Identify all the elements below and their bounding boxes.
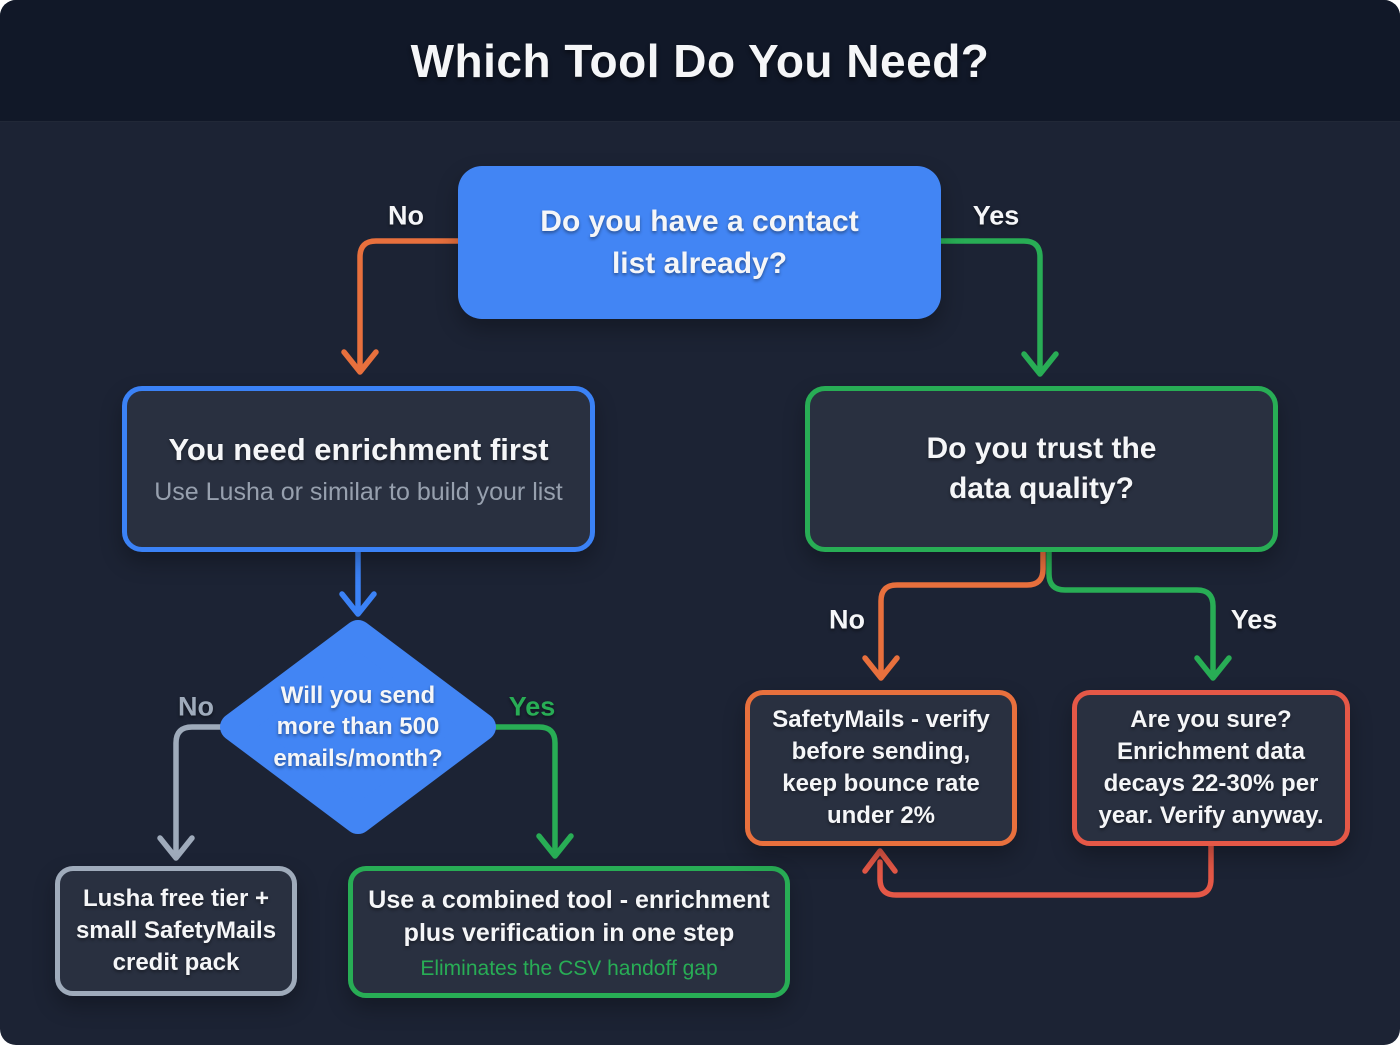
label-start-no: No (388, 200, 424, 231)
label-trust-yes: Yes (1230, 604, 1278, 635)
node-combined-subtitle: Eliminates the CSV handoff gap (420, 956, 718, 980)
node-start-text: Do you have a contact list already? (540, 205, 859, 280)
edge-trust-no (862, 549, 1046, 681)
node-volume-text: Will you send more than 500 emails/month… (273, 682, 443, 772)
edge-volume-yes-line (489, 724, 558, 853)
edge-sure-loopback (862, 843, 1214, 898)
edge-trust-yes-line (1046, 549, 1216, 675)
node-trust-text: Do you trust the data quality? (926, 431, 1157, 506)
edge-trust-yes (1046, 549, 1232, 681)
arrow-down-icon (157, 835, 195, 861)
edge-start-no (341, 238, 461, 375)
edge-volume-no (157, 724, 227, 861)
node-volume-diamond: Will you send more than 500 emails/month… (238, 650, 478, 804)
label-volume-yes: Yes (508, 691, 556, 722)
edge-trust-no-line (878, 549, 1046, 675)
node-lusha-text: Lusha free tier + small SafetyMails cred… (75, 885, 277, 976)
node-safetymails-text: SafetyMails - verify before sending, kee… (772, 705, 990, 830)
edge-start-yes (938, 238, 1059, 377)
node-lusha-free-tier: Lusha free tier + small SafetyMails cred… (55, 866, 297, 996)
edge-volume-yes (489, 724, 574, 859)
arrow-down-icon (1021, 351, 1059, 377)
node-trust-question: Do you trust the data quality? (805, 386, 1278, 552)
edge-start-yes-line (938, 238, 1043, 371)
edge-start-no-line (357, 238, 461, 369)
node-combined-tool: Use a combined tool - enrichment plus ve… (348, 866, 790, 998)
edge-volume-no-line (173, 724, 227, 855)
node-are-you-sure-text: Are you sure? Enrichment data decays 22-… (1098, 705, 1324, 830)
label-start-yes: Yes (972, 200, 1020, 231)
node-enrichment-title: You need enrichment first (168, 431, 549, 467)
arrow-down-icon (536, 833, 574, 859)
arrow-down-icon (1194, 655, 1232, 681)
arrow-up-icon (862, 848, 898, 874)
node-are-you-sure: Are you sure? Enrichment data decays 22-… (1072, 690, 1350, 846)
node-enrichment: You need enrichment first Use Lusha or s… (122, 386, 595, 552)
node-enrichment-subtitle: Use Lusha or similar to build your list (154, 477, 563, 506)
arrow-down-icon (339, 591, 377, 617)
edge-loopback-line (877, 843, 1214, 898)
node-safetymails: SafetyMails - verify before sending, kee… (745, 690, 1017, 846)
node-combined-title: Use a combined tool - enrichment plus ve… (368, 885, 770, 947)
header-bar: Which Tool Do You Need? (0, 0, 1400, 122)
arrow-down-icon (862, 655, 900, 681)
volume-diamond-shape (220, 620, 496, 834)
edge-enrichment-to-volume (339, 549, 377, 617)
page-title: Which Tool Do You Need? (410, 34, 990, 87)
node-start-question: Do you have a contact list already? (458, 166, 941, 319)
label-trust-no: No (829, 604, 865, 635)
arrow-down-icon (341, 349, 379, 375)
label-volume-no: No (178, 691, 214, 722)
